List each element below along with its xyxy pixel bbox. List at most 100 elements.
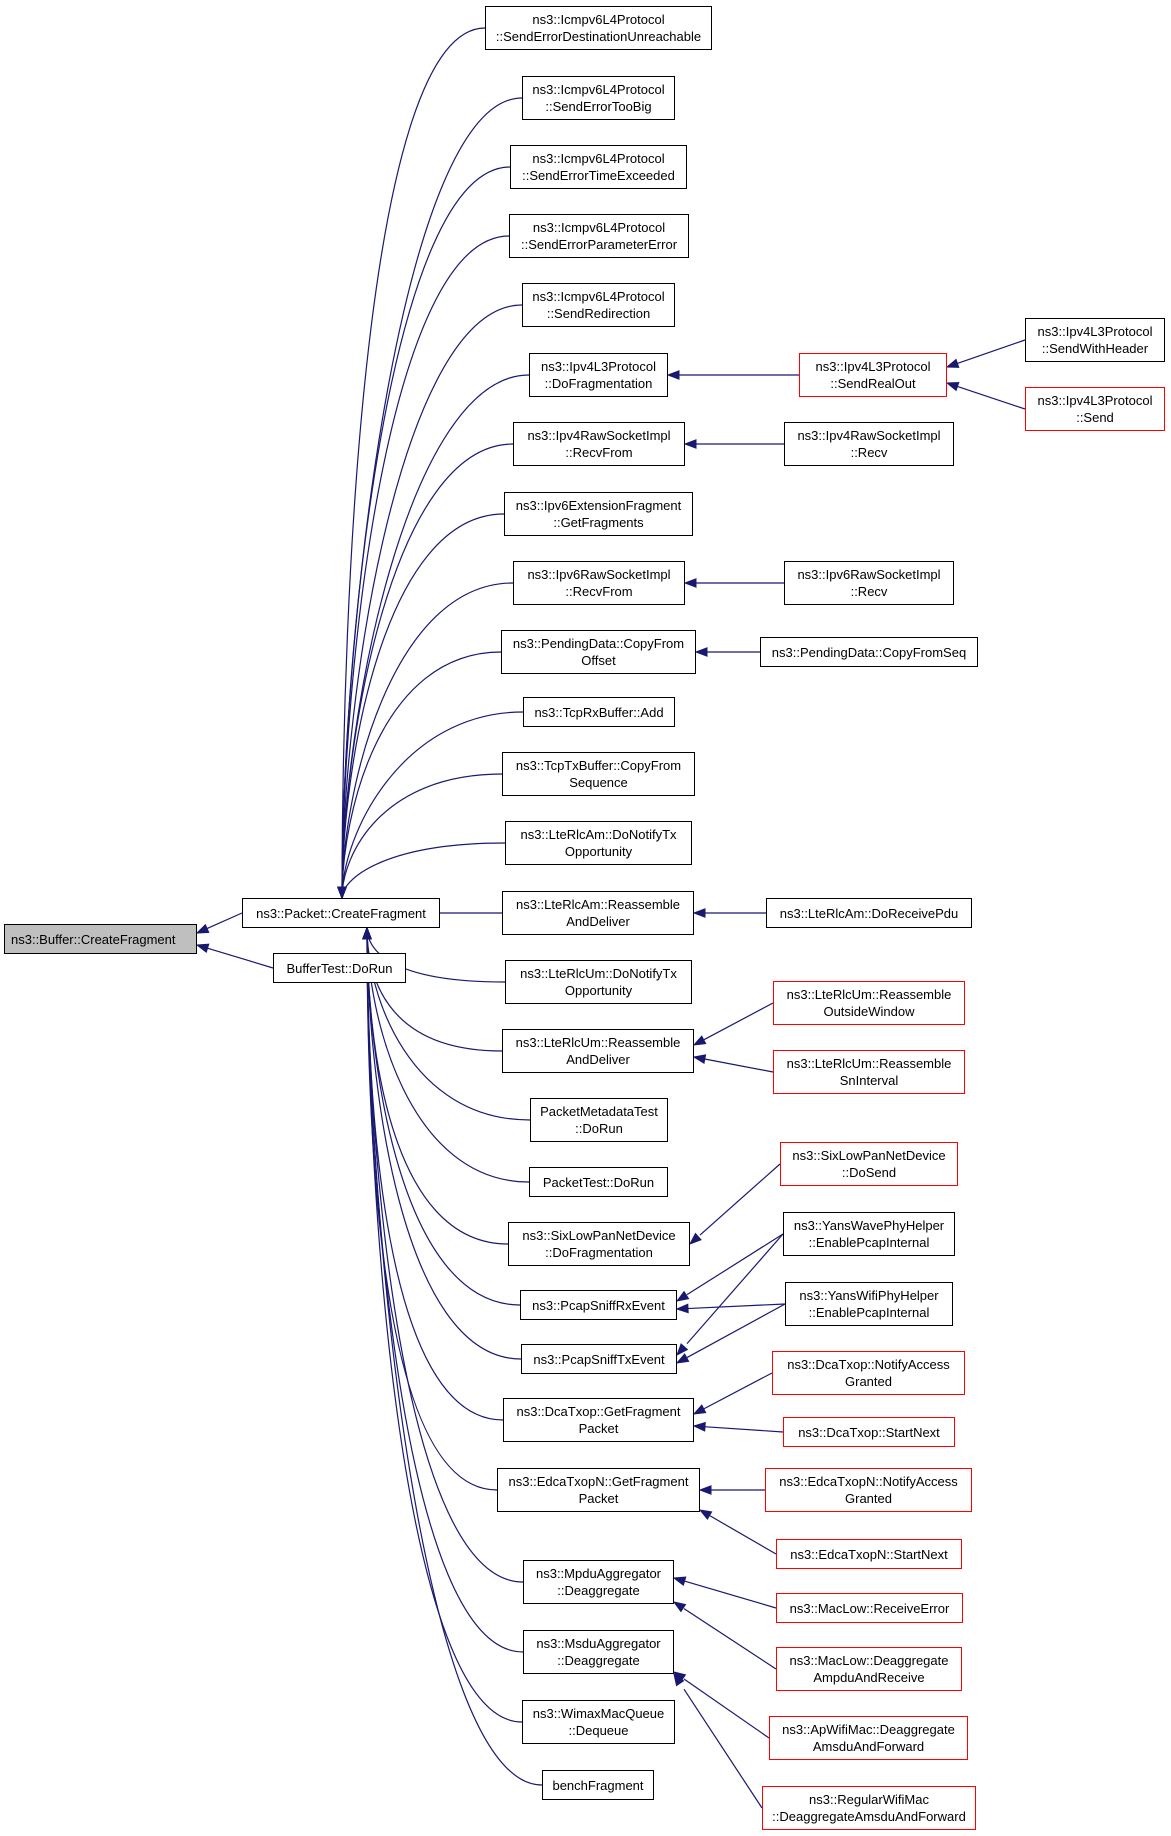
- node-ipv4l3-do-fragmentation[interactable]: ns3::Ipv4L3Protocol::DoFragmentation: [529, 353, 668, 397]
- node-label-line-2: OutsideWindow: [823, 1004, 915, 1019]
- node-label-line-1: ns3::ApWifiMac::Deaggregate: [782, 1722, 955, 1737]
- node-label: ns3::LteRlcAm::DoReceivePdu: [779, 905, 959, 921]
- node-regularwifimac-deaggregateamsduandforward[interactable]: ns3::RegularWifiMac::DeaggregateAmsduAnd…: [762, 1786, 976, 1830]
- node-yanswifiphyhelper-enablepcapinternal[interactable]: ns3::YansWifiPhyHelper::EnablePcapIntern…: [785, 1282, 953, 1326]
- node-label-line-1: ns3::LteRlcUm::Reassemble: [515, 1035, 681, 1050]
- call-edge: [341, 235, 510, 899]
- call-edge: [366, 927, 543, 1786]
- node-pendingdata-copyfromseq[interactable]: ns3::PendingData::CopyFromSeq: [760, 637, 978, 667]
- node-ipv4l3-sendrealout[interactable]: ns3::Ipv4L3Protocol::SendRealOut: [799, 353, 947, 397]
- edge-arrowhead: [945, 358, 960, 368]
- node-label-line-2: ::SendRealOut: [830, 376, 916, 391]
- node-label-line-1: ns3::SixLowPanNetDevice: [522, 1228, 676, 1243]
- call-edge: [683, 1688, 763, 1809]
- edge-arrowhead: [692, 1404, 707, 1415]
- node-packet-create-fragment[interactable]: ns3::Packet::CreateFragment: [242, 898, 440, 928]
- call-edge: [686, 1303, 786, 1359]
- node-icmpv6-send-error-too-big[interactable]: ns3::Icmpv6L4Protocol::SendErrorTooBig: [522, 76, 675, 120]
- node-label-line-2: ::SendErrorDestinationUnreachable: [495, 29, 702, 44]
- node-label: ns3::MacLow::ReceiveError: [789, 1600, 950, 1616]
- node-edcatxopn-startnext[interactable]: ns3::EdcaTxopN::StartNext: [776, 1539, 962, 1569]
- node-label-line-1: ns3::DcaTxop::NotifyAccess: [787, 1357, 950, 1372]
- node-label-line-1: ns3::LteRlcAm::Reassemble: [515, 897, 680, 912]
- node-label: ns3::PcapSniffRxEvent: [532, 1297, 665, 1313]
- node-yanswavephyhelper-enablepcapinternal[interactable]: ns3::YansWavePhyHelper::EnablePcapIntern…: [783, 1212, 955, 1256]
- edge-arrowhead: [195, 923, 210, 934]
- node-label-line-2: ::Recv: [850, 584, 888, 599]
- node-ipv6raw-recv[interactable]: ns3::Ipv6RawSocketImpl::Recv: [784, 561, 954, 605]
- node-label-line-1: ns3::LteRlcUm::DoNotifyTx: [520, 966, 677, 981]
- node-ipv6raw-recvfrom[interactable]: ns3::Ipv6RawSocketImpl::RecvFrom: [513, 561, 685, 605]
- call-edge: [341, 582, 514, 899]
- node-icmpv6-send-error-time-exceeded[interactable]: ns3::Icmpv6L4Protocol::SendErrorTimeExce…: [510, 145, 687, 189]
- call-edge: [683, 1580, 777, 1609]
- node-ipv4raw-recvfrom[interactable]: ns3::Ipv4RawSocketImpl::RecvFrom: [513, 422, 685, 466]
- node-label-line-2: ::Deaggregate: [557, 1653, 640, 1668]
- node-sixlowpan-dofragmentation[interactable]: ns3::SixLowPanNetDevice::DoFragmentation: [508, 1222, 690, 1266]
- node-label-line-2: Packet: [578, 1421, 619, 1436]
- node-pcapsnifftxevent[interactable]: ns3::PcapSniffTxEvent: [521, 1344, 677, 1374]
- node-label: ns3::PcapSniffTxEvent: [533, 1351, 665, 1367]
- call-edge: [366, 927, 522, 1360]
- node-label-line-1: ns3::Icmpv6L4Protocol: [532, 12, 665, 27]
- node-ipv4l3-send[interactable]: ns3::Ipv4L3Protocol::Send: [1025, 387, 1165, 431]
- node-label: BufferTest::DoRun: [286, 960, 393, 976]
- node-label: ns3::TcpRxBuffer::Add: [534, 704, 664, 720]
- node-label-line-1: ns3::Ipv4RawSocketImpl: [527, 428, 671, 443]
- edge-arrowhead: [672, 1601, 687, 1613]
- node-msduaggregator-deaggregate[interactable]: ns3::MsduAggregator::Deaggregate: [523, 1630, 674, 1674]
- node-packetmetadatatest-dorun[interactable]: PacketMetadataTest::DoRun: [530, 1098, 668, 1142]
- node-wimaxmacqueue-dequeue[interactable]: ns3::WimaxMacQueue::Dequeue: [522, 1700, 675, 1744]
- node-label-line-2: ::RecvFrom: [565, 445, 633, 460]
- node-label-line-2: ::DoSend: [841, 1165, 897, 1180]
- node-icmpv6-send-error-destination-unreachable[interactable]: ns3::Icmpv6L4Protocol::SendErrorDestinat…: [485, 6, 712, 50]
- node-label-line-2: ::GetFragments: [553, 515, 644, 530]
- node-ipv4raw-recv[interactable]: ns3::Ipv4RawSocketImpl::Recv: [784, 422, 954, 466]
- node-lterlcam-doreceivepdu[interactable]: ns3::LteRlcAm::DoReceivePdu: [766, 898, 972, 928]
- node-ipv4l3-sendwithheader[interactable]: ns3::Ipv4L3Protocol::SendWithHeader: [1025, 318, 1165, 362]
- node-pcapsniffrxevent[interactable]: ns3::PcapSniffRxEvent: [520, 1290, 677, 1320]
- node-label-line-2: ::Recv: [850, 445, 888, 460]
- node-packettest-dorun[interactable]: PacketTest::DoRun: [529, 1167, 668, 1197]
- node-icmpv6-send-redirection[interactable]: ns3::Icmpv6L4Protocol::SendRedirection: [522, 283, 675, 327]
- call-edge: [686, 1233, 784, 1344]
- node-dcatxop-startnext[interactable]: ns3::DcaTxop::StartNext: [783, 1417, 955, 1447]
- node-label-line-1: ns3::MacLow::Deaggregate: [789, 1653, 949, 1668]
- call-edge: [686, 1303, 786, 1310]
- node-label-line-2: ::EnablePcapInternal: [808, 1305, 930, 1320]
- call-edge: [341, 166, 511, 899]
- call-edge: [699, 1163, 781, 1236]
- call-edge: [703, 1058, 774, 1073]
- node-mpduaggregator-deaggregate[interactable]: ns3::MpduAggregator::Deaggregate: [523, 1560, 674, 1604]
- node-label-line-1: ns3::Ipv4L3Protocol: [1037, 393, 1153, 408]
- node-buffertest-dorun[interactable]: BufferTest::DoRun: [273, 953, 406, 983]
- node-tcprxbuffer-add[interactable]: ns3::TcpRxBuffer::Add: [523, 697, 675, 727]
- node-label-line-1: ns3::Ipv4L3Protocol: [1037, 324, 1153, 339]
- node-label: ns3::PendingData::CopyFromSeq: [771, 644, 967, 660]
- call-edge: [206, 912, 243, 930]
- node-icmpv6-send-error-parameter-error[interactable]: ns3::Icmpv6L4Protocol::SendErrorParamete…: [509, 214, 689, 258]
- node-maclow-receiveerror[interactable]: ns3::MacLow::ReceiveError: [776, 1593, 963, 1623]
- node-label-line-2: ::Deaggregate: [557, 1583, 640, 1598]
- node-ipv6ext-getfragments[interactable]: ns3::Ipv6ExtensionFragment::GetFragments: [504, 492, 693, 536]
- node-label-line-1: ns3::PendingData::CopyFrom: [512, 636, 685, 651]
- node-sixlowpan-dosend[interactable]: ns3::SixLowPanNetDevice::DoSend: [780, 1142, 958, 1186]
- node-label-line-1: ns3::Icmpv6L4Protocol: [532, 82, 665, 97]
- node-benchfragment[interactable]: benchFragment: [542, 1770, 654, 1800]
- node-label-line-1: ns3::LteRlcAm::DoNotifyTx: [520, 827, 677, 842]
